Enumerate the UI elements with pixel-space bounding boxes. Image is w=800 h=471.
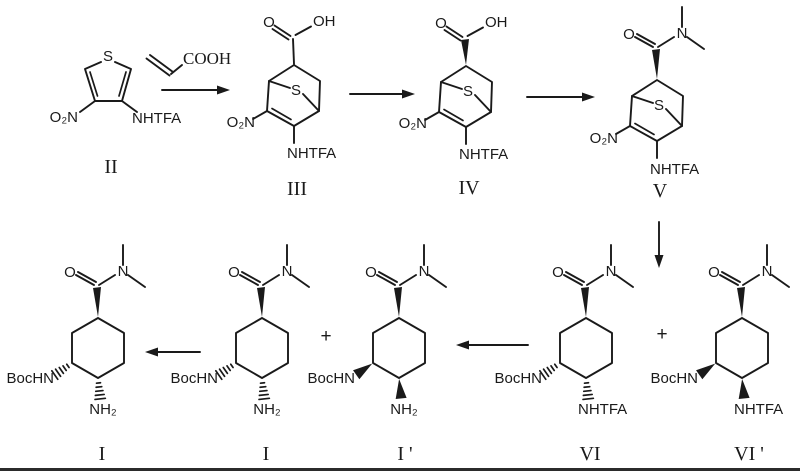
sulfur-bridge-label: S — [463, 83, 473, 100]
compound-V-structure: O N S O₂N NHTFA V — [590, 6, 705, 202]
compound-I-b-label: I — [263, 443, 270, 465]
nhtfa-hashed-wedge — [580, 381, 595, 401]
cyclohexane-ring — [372, 317, 426, 379]
arrow-ii-to-iii — [161, 85, 230, 95]
compound-VI-prime-structure: O N BocHN NHTFA VI ' — [650, 244, 790, 465]
cyclohexane-ring — [559, 317, 613, 379]
bochn-hashed-wedge — [538, 360, 560, 381]
nitro-group-label: O₂N — [590, 130, 618, 147]
sulfur-bridge-label: S — [291, 82, 301, 99]
amide-nitrogen-label: N — [118, 263, 129, 280]
thiophene-ring-bonds — [79, 61, 138, 113]
compound-IV-label: IV — [458, 177, 480, 199]
dimethylamide-bonds — [239, 244, 310, 318]
arrow-iii-to-iv — [349, 89, 415, 99]
bochn-group-label: BocHN — [6, 370, 54, 387]
compound-VI-structure: O N BocHN NHTFA VI — [494, 244, 634, 465]
compound-I-prime-label: I ' — [397, 443, 412, 465]
arrow-v-down — [654, 221, 664, 268]
bochn-bold-wedge — [696, 359, 719, 380]
amide-nitrogen-label: N — [606, 263, 617, 280]
nhtfa-bold-wedge — [736, 378, 750, 399]
amine-hashed-wedge — [92, 381, 107, 401]
plus-sign-i: + — [320, 326, 331, 347]
scan-edge-artifact — [0, 468, 800, 471]
hydroxyl-label: OH — [313, 13, 336, 30]
amide-nitrogen-label: N — [677, 25, 688, 42]
acrylic-acid-bonds — [145, 54, 183, 77]
bochn-group-label: BocHN — [650, 370, 698, 387]
acrylic-acid-cooh-label: COOH — [183, 49, 231, 68]
bochn-group-label: BocHN — [494, 370, 542, 387]
cyclohexane-ring — [71, 317, 125, 379]
compound-I-a-structure: O N BocHN NH₂ I — [6, 244, 146, 465]
dimethylamide-bonds — [634, 6, 705, 80]
nhtfa-group-label: NHTFA — [132, 110, 181, 127]
bicyclic-ring — [615, 79, 684, 159]
carbonyl-oxygen-label: O — [435, 15, 447, 32]
acrylic-acid-reagent: COOH — [145, 49, 231, 77]
compound-II-label: II — [104, 156, 117, 178]
carbonyl-oxygen-label: O — [552, 264, 564, 281]
carbonyl-oxygen-label: O — [64, 264, 76, 281]
carbonyl-oxygen-label: O — [228, 264, 240, 281]
compound-I-b-structure: O N BocHN NH₂ I — [170, 244, 310, 465]
amide-nitrogen-label: N — [419, 263, 430, 280]
hydroxyl-label: OH — [485, 14, 508, 31]
cyclohexane-ring — [235, 317, 289, 379]
carbonyl-oxygen-label: O — [263, 14, 275, 31]
carboxyl-plain-bond — [292, 38, 295, 65]
bochn-bold-wedge — [353, 359, 376, 380]
thiophene-double-bonds — [89, 71, 127, 97]
cyclohexane-ring — [715, 317, 769, 379]
bochn-hashed-wedge — [50, 360, 72, 381]
amine-group-label: NH₂ — [253, 401, 281, 418]
plus-sign-vi: + — [656, 324, 667, 345]
arrow-vi-to-i-prime — [456, 340, 529, 350]
compound-V-label: V — [653, 180, 668, 202]
nhtfa-group-label: NHTFA — [734, 401, 783, 418]
dimethylamide-bonds — [75, 244, 146, 318]
dimethylamide-bonds — [376, 244, 447, 318]
compound-II-structure: S O₂N NHTFA II — [50, 48, 182, 178]
amide-nitrogen-label: N — [282, 263, 293, 280]
carbonyl-oxygen-label: O — [708, 264, 720, 281]
bicyclic-ring — [252, 64, 321, 144]
nhtfa-group-label: NHTFA — [578, 401, 627, 418]
bochn-group-label: BocHN — [307, 370, 355, 387]
bochn-group-label: BocHN — [170, 370, 218, 387]
nitro-group-label: O₂N — [227, 114, 255, 131]
compound-VI-prime-label: VI ' — [734, 443, 764, 465]
compound-VI-label: VI — [579, 443, 600, 465]
amine-hashed-wedge — [256, 381, 271, 401]
bicyclic-ring — [424, 65, 493, 145]
sulfur-atom-label: S — [103, 48, 113, 65]
carbonyl-oxygen-label: O — [365, 264, 377, 281]
compound-I-a-label: I — [99, 443, 106, 465]
carboxyl-bonds — [271, 24, 312, 41]
carboxyl-bold-wedge — [461, 39, 469, 65]
compound-I-prime-structure: O N BocHN NH₂ I ' — [307, 244, 447, 465]
nhtfa-group-label: NHTFA — [287, 145, 336, 162]
carboxyl-bonds — [443, 25, 484, 42]
amine-bold-wedge — [393, 378, 407, 399]
amine-group-label: NH₂ — [390, 401, 418, 418]
compound-IV-structure: O OH S O₂N NHTFA IV — [399, 14, 509, 199]
nhtfa-group-label: NHTFA — [459, 146, 508, 163]
nitro-group-label: O₂N — [50, 109, 78, 126]
arrow-iv-to-v — [526, 92, 595, 102]
nhtfa-group-label: NHTFA — [650, 161, 699, 178]
bochn-hashed-wedge — [214, 360, 236, 381]
dimethylamide-bonds — [563, 244, 634, 318]
amide-nitrogen-label: N — [762, 263, 773, 280]
dimethylamide-bonds — [719, 244, 790, 318]
sulfur-bridge-label: S — [654, 97, 664, 114]
nitro-group-label: O₂N — [399, 115, 427, 132]
amine-group-label: NH₂ — [89, 401, 117, 418]
arrow-i-to-i — [145, 347, 201, 357]
compound-III-label: III — [287, 178, 307, 200]
carbonyl-oxygen-label: O — [623, 26, 635, 43]
compound-III-structure: O OH S O₂N NHTFA III — [227, 13, 337, 200]
